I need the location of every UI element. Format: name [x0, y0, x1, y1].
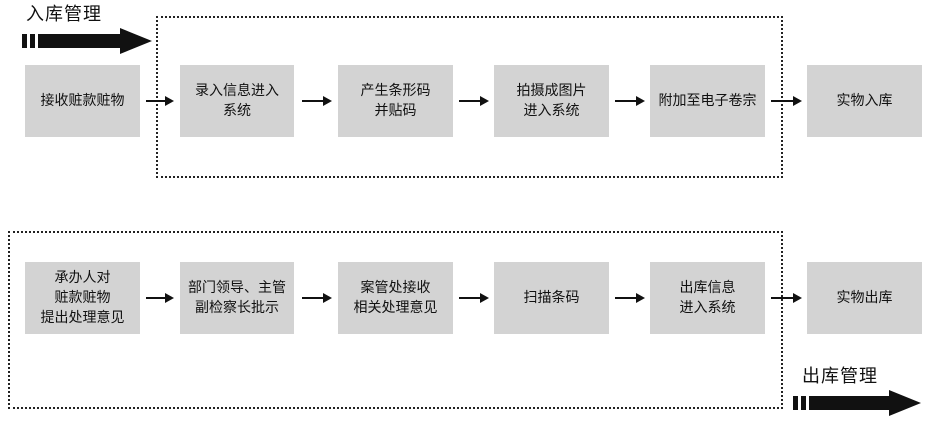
outbound-step-6: 实物出库 — [807, 262, 922, 334]
inbound-flow-arrow-5 — [771, 96, 802, 106]
outbound-flow-arrow-2 — [302, 293, 332, 303]
outbound-system-boundary — [8, 231, 783, 409]
inbound-step-4: 拍摄成图片 进入系统 — [494, 65, 609, 137]
outbound-step-2: 部门领导、主管 副检察长批示 — [180, 262, 294, 334]
inbound-flow-arrow-4 — [615, 96, 645, 106]
outbound-flow-arrow-1 — [146, 293, 174, 303]
outbound-flow-arrow-4 — [615, 293, 645, 303]
outbound-title: 出库管理 — [802, 366, 878, 387]
inbound-system-boundary — [156, 16, 783, 178]
outbound-step-3: 案管处接收 相关处理意见 — [338, 262, 453, 334]
inbound-flow-arrow-3 — [459, 96, 489, 106]
outbound-flow-arrow-3 — [459, 293, 489, 303]
inbound-step-6: 实物入库 — [807, 65, 922, 137]
inbound-direction-arrow-icon — [22, 28, 152, 54]
inbound-flow-arrow-1 — [146, 96, 174, 106]
inbound-flow-arrow-2 — [302, 96, 332, 106]
inbound-step-1: 接收赃款赃物 — [25, 65, 140, 137]
inbound-step-3: 产生条形码 并贴码 — [338, 65, 453, 137]
outbound-flow-arrow-5 — [771, 293, 802, 303]
outbound-step-1: 承办人对 赃款赃物 提出处理意见 — [25, 262, 140, 334]
inbound-title: 入库管理 — [26, 4, 102, 25]
outbound-step-4: 扫描条码 — [494, 262, 609, 334]
outbound-step-5: 出库信息 进入系统 — [650, 262, 765, 334]
outbound-direction-arrow-icon — [793, 390, 921, 416]
inbound-step-2: 录入信息进入 系统 — [180, 65, 294, 137]
inbound-step-5: 附加至电子卷宗 — [650, 65, 765, 137]
